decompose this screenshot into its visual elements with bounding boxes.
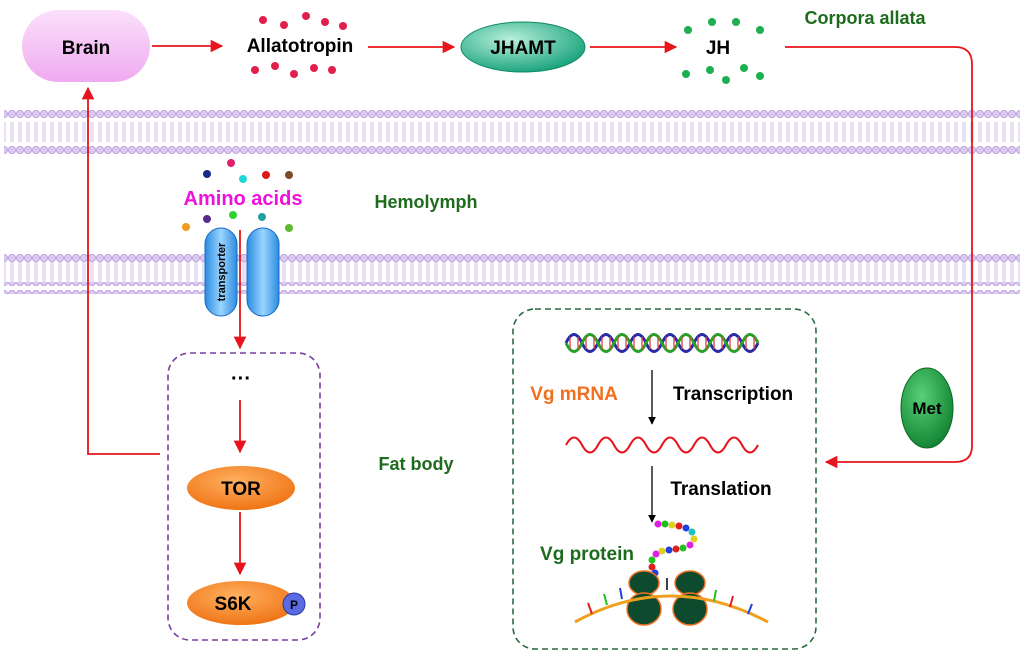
ribosomes [626,570,708,626]
membrane-lower [4,250,1020,294]
vg-mrna-label: Vg mRNA [530,384,618,405]
jhamt-node [460,21,586,73]
ellipsis-label: ··· [231,368,251,390]
tor-node [187,466,295,510]
s6k-node [187,581,295,625]
brain-node [22,10,150,82]
er-membrane [574,594,769,624]
met-label: Met [912,399,942,418]
jh-dots [682,18,764,84]
jhamt-label: JHAMT [490,38,556,59]
brain-label: Brain [62,38,111,59]
met-node [900,367,954,449]
membrane-upper [4,110,1020,154]
s6k-label: S6K [215,594,252,615]
fat-body-label: Fat body [379,454,454,474]
amino-acid-dots [182,159,293,232]
arrow-jh-to-nucleus [785,46,973,469]
phospho-label: P [290,598,298,612]
nucleus-box [512,308,817,650]
phospho-badge [282,592,306,616]
jh-label: JH [706,38,730,59]
vg-protein-label: Vg protein [540,544,634,565]
transporter-label: transporter [216,242,228,301]
arrow-fatbody-to-brain [81,86,160,455]
transporter-protein [204,227,280,317]
allatotropin-dots [251,12,347,78]
corpora-allata-label: Corpora allata [804,8,926,28]
er-marks [587,587,753,615]
tor-label: TOR [221,479,261,500]
mrna-strand [565,436,759,454]
dna-double-helix [564,333,760,353]
amino-acids-label: Amino acids [184,188,303,210]
fat-body-box [167,352,321,641]
hemolymph-label: Hemolymph [374,192,477,212]
allatotropin-label: Allatotropin [247,36,354,57]
translation-label: Translation [670,479,771,500]
transcription-label: Transcription [673,384,793,405]
peptide-chain [648,520,698,577]
